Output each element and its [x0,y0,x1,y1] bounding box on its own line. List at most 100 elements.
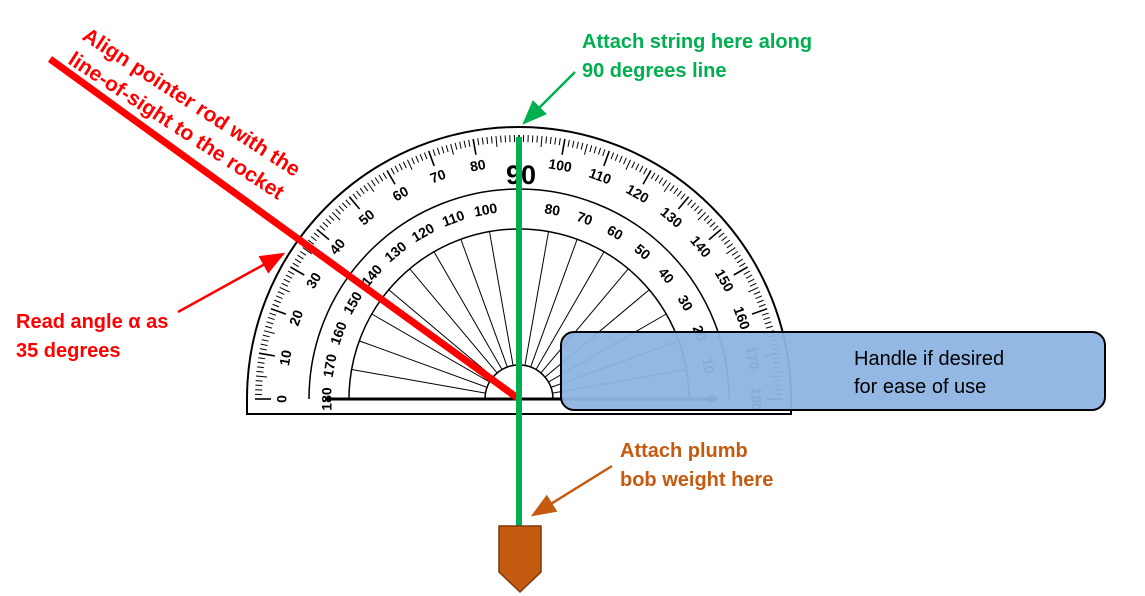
degree-tick [589,145,593,153]
degree-tick [331,211,341,221]
degree-tick [583,143,588,155]
degree-tick [554,137,557,145]
degree-tick [753,291,761,295]
radial-line [359,340,488,388]
degree-tick [650,172,656,179]
degree-tick [477,138,480,146]
handle-label-line-1: Handle if desired [854,348,1005,370]
degree-tick [390,167,395,175]
scale-number: 110 [587,165,614,188]
degree-tick [272,303,280,308]
degree-tick [567,139,570,147]
degree-tick [731,250,739,256]
degree-tick [260,343,268,347]
degree-tick [411,157,415,165]
degree-tick [623,157,627,165]
degree-tick [765,325,773,329]
scale-number: 80 [543,200,561,218]
degree-tick [571,140,575,148]
degree-tick [631,161,636,169]
degree-tick [734,254,741,260]
radial-line [530,239,578,368]
degree-tick [292,262,299,268]
degree-tick [285,274,293,279]
degree-tick [763,316,771,321]
degree-tick [709,221,716,228]
degree-tick [255,375,268,378]
degree-tick [338,205,345,212]
degree-tick [313,232,320,238]
degree-tick [325,218,332,225]
scale-number: 0 [274,395,290,403]
scale-number: 110 [440,207,467,230]
degree-tick [721,236,728,242]
degree-tick [441,146,445,154]
degree-tick [495,135,498,148]
string-arrow [522,71,576,125]
degree-tick [723,239,731,245]
degree-tick [259,348,267,351]
degree-tick [279,286,290,293]
degree-tick [602,149,606,157]
degree-tick [687,199,693,206]
degree-tick [463,140,467,148]
degree-tick [468,139,471,147]
degree-tick [618,155,623,163]
degree-tick [726,243,733,249]
degree-tick [549,136,552,144]
plumb-arrow [530,464,613,517]
degree-tick [725,247,736,255]
degree-tick [398,163,403,171]
degree-tick [283,278,291,283]
degree-tick [335,208,341,215]
scale-number: 160 [730,304,753,332]
degree-tick [348,196,361,210]
degree-tick [287,270,295,275]
degree-tick [402,161,407,169]
degree-tick [749,282,757,287]
degree-tick [755,295,763,300]
plumb-label: Attach plumb bob weight here [620,437,773,495]
degree-tick [540,135,543,148]
scale-number: 10 [276,349,294,367]
scale-number: 100 [547,155,573,175]
radial-line [540,268,629,374]
plumb-label-line-2: bob weight here [620,469,774,491]
scale-number: 70 [428,166,448,186]
degree-tick [297,254,304,260]
degree-tick [673,187,679,195]
degree-tick [690,202,697,209]
degree-tick [427,150,435,167]
degree-tick [576,141,579,149]
degree-tick [423,152,428,160]
degree-tick [370,179,376,187]
degree-tick [386,169,396,185]
degree-tick [708,228,722,241]
scale-number: 70 [575,208,595,228]
scale-number: 80 [469,156,487,174]
read-angle-label-line-2: 35 degrees [16,340,121,362]
degree-tick [603,150,611,167]
degree-tick [761,312,769,316]
radial-line [433,251,503,370]
scale-number: 100 [473,200,499,220]
degree-tick [597,147,602,155]
degree-tick [610,152,615,160]
degree-tick [697,211,707,221]
degree-tick [266,321,274,325]
degree-tick [680,193,686,200]
plumb-bob [498,525,542,594]
degree-tick [758,303,766,308]
degree-tick [382,172,388,179]
degree-tick [432,149,436,157]
degree-tick [328,215,335,221]
degree-tick [593,146,597,154]
scale-number: 30 [303,269,325,291]
degree-tick [356,190,362,197]
degree-tick [374,177,380,184]
degree-tick [472,138,477,155]
degree-tick [322,221,329,228]
degree-tick [274,299,281,304]
handle-label-line-2: for ease of use [854,376,987,398]
